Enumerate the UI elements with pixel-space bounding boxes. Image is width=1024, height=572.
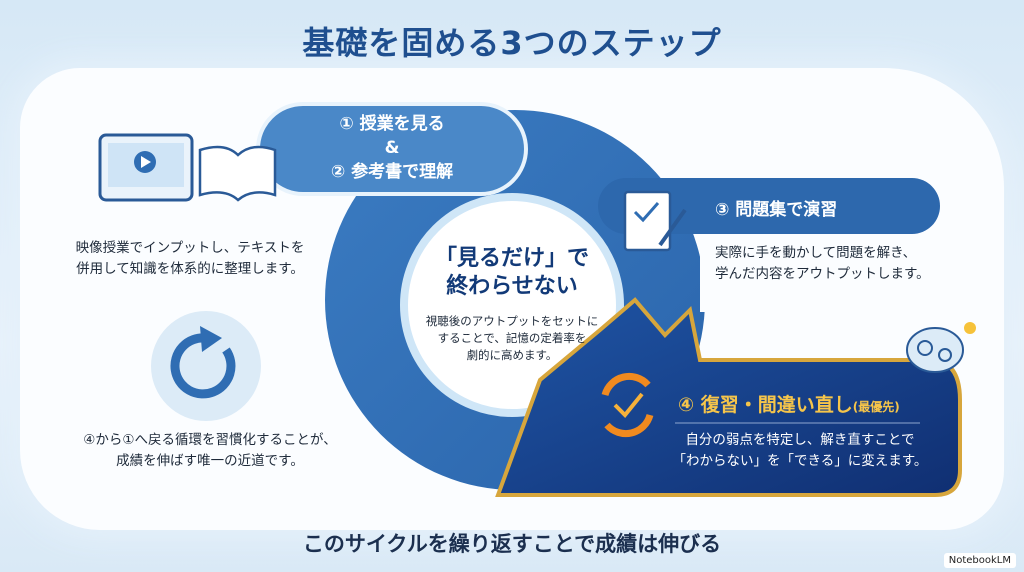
center-desc-1: 視聴後のアウトプットをセットに [425,314,599,328]
step3-desc-1: 実際に手を動かして問題を解き、 [715,245,917,261]
step12-pill: ① 授業を見る & ② 参考書で理解 [258,112,526,184]
page-title: 基礎を固める3つのステップ [302,24,722,62]
step12-desc-2: 併用して知識を体系的に整理します。 [76,261,304,277]
step3-pill-bg [598,178,940,234]
step12-desc-1: 映像授業でインプットし、テキストを [75,240,305,256]
video-lesson-icon [98,133,277,202]
cycle-arrow-icon [151,311,261,421]
center-desc-3: 劇的に高めます。 [466,348,558,362]
center-heading: 「見るだけ」で 終わらせない [412,245,612,301]
step2-label: ② 参考書で理解 [330,162,454,182]
step3-desc-2: 学んだ内容をアウトプットします。 [715,266,930,282]
brain-gears-icon [906,322,976,373]
step1-label: ① 授業を見る [339,114,445,134]
step3-text-bg [700,234,960,312]
ampersand: & [384,138,400,158]
center-desc-2: することで、記憶の定着率を [437,331,587,345]
step4-label: ④ 復習・間違い直し [678,394,853,416]
center-heading-1: 「見るだけ」で [434,246,589,271]
step3-label: ③ 問題集で演習 [715,200,838,220]
footer-message: このサイクルを繰り返すことで成績は伸びる [302,532,722,556]
checklist-icon [623,190,687,252]
step4-desc-2: 「わからない」を「できる」に変えます。 [672,453,928,469]
review-sync-icon [601,372,654,438]
step4-priority: (最優先) [852,400,900,414]
step4-box [495,297,962,497]
cycle-desc-1: ④から①へ戻る循環を習慣化することが、 [83,432,337,448]
step4-desc-1: 自分の弱点を特定し、解き直すことで [685,432,915,448]
notebooklm-badge: NotebookLM [943,553,1016,568]
step4-title: ④ 復習・間違い直し(最優先) [678,390,900,417]
cycle-desc-2: 成績を伸ばす唯一の近道です。 [116,453,304,469]
center-heading-2: 終わらせない [446,274,578,299]
